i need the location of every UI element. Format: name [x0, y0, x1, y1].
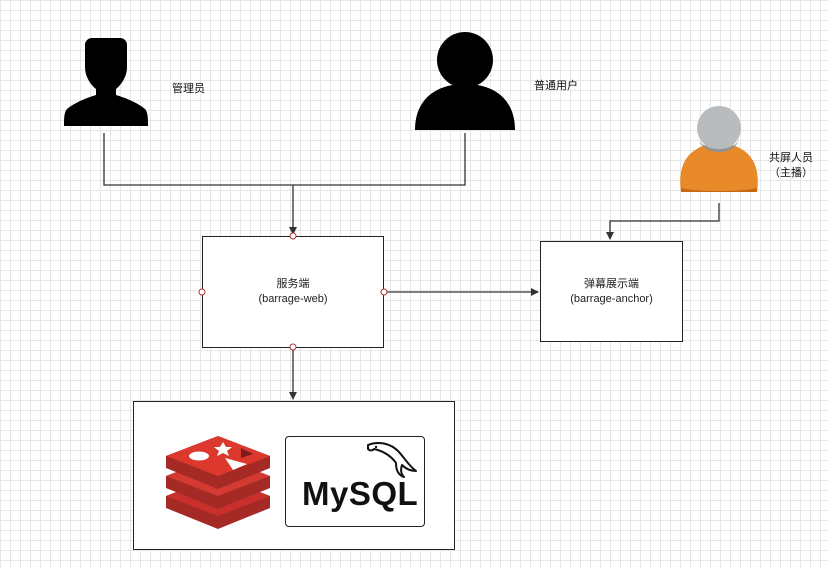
user-label: 普通用户: [534, 80, 578, 92]
display-title: 弹幕展示端: [584, 277, 639, 290]
user-person-icon: [415, 32, 515, 130]
server-port-right: [380, 288, 388, 296]
anchor-label: 共屏人员 （主播）: [769, 151, 813, 181]
server-port-left: [198, 288, 206, 296]
server-node[interactable]: 服务端 (barrage-web): [202, 236, 384, 348]
redis-logo-icon: [166, 436, 270, 529]
server-port-top: [289, 232, 297, 240]
edge-admin-to-server: [103, 133, 293, 186]
edge-user-to-server: [293, 133, 466, 186]
anchor-person-icon: [680, 106, 758, 192]
admin-person-icon: [64, 38, 148, 126]
admin-label: 管理员: [172, 83, 205, 95]
server-subtitle: (barrage-web): [258, 293, 328, 305]
mysql-logo-box: MySQL: [285, 436, 425, 527]
edge-anchor-to-display: [606, 203, 720, 240]
mysql-dolphin-icon: [367, 442, 417, 478]
mysql-text: MySQL: [302, 475, 419, 512]
server-title: 服务端: [276, 278, 310, 290]
server-port-bottom: [289, 343, 297, 351]
anchor-label-line2: （主播）: [769, 167, 813, 179]
anchor-label-line1: 共屏人员: [769, 152, 813, 164]
display-node[interactable]: 弹幕展示端 (barrage-anchor): [540, 241, 683, 342]
display-subtitle: (barrage-anchor): [570, 292, 653, 305]
